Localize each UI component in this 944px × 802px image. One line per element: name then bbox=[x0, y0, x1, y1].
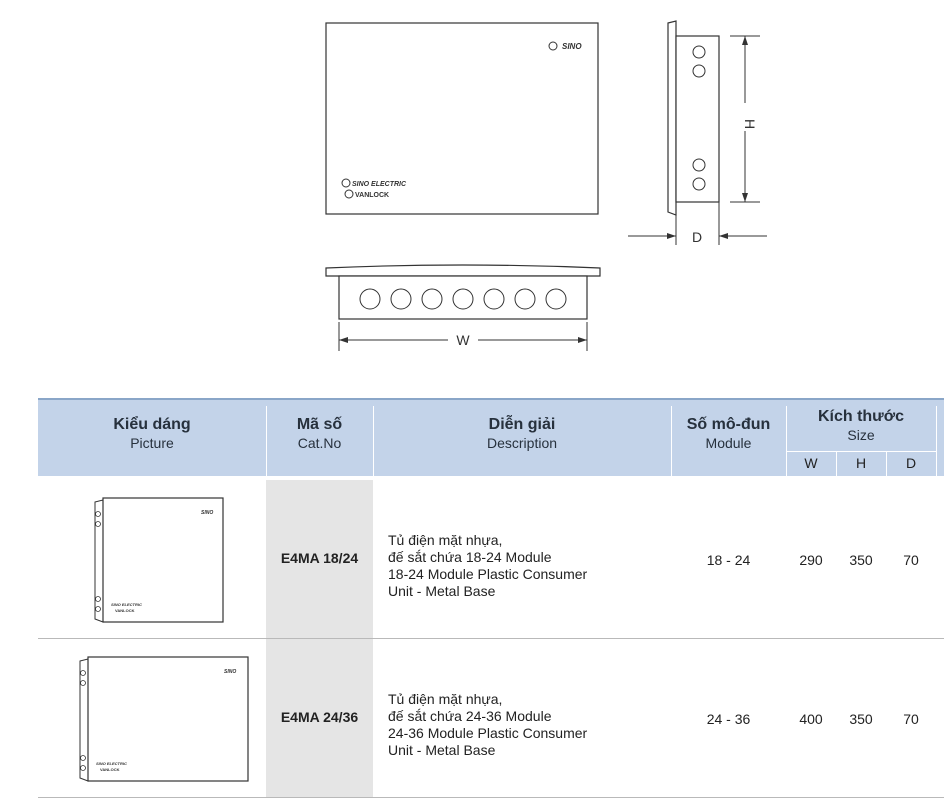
product-thumbnail: SINO SINO ELECTRIC VANLOCK bbox=[79, 656, 249, 782]
thumb-logo-line1: SINO ELECTRIC bbox=[96, 761, 127, 766]
size-w-value: 290 bbox=[799, 552, 823, 568]
desc-line: Tủ điện mặt nhựa, bbox=[388, 691, 503, 707]
desc-line: Unit - Metal Base bbox=[388, 742, 496, 758]
brand-mark-icon bbox=[548, 41, 558, 51]
front-logo-line1: SINO ELECTRIC bbox=[352, 181, 407, 188]
product-thumbnail: SINO SINO ELECTRIC VANLOCK bbox=[94, 497, 224, 623]
header-size-vn: Kích thước bbox=[817, 408, 905, 425]
size-d-value: 70 bbox=[903, 552, 919, 568]
header-module-en: Module bbox=[705, 435, 752, 451]
header-cat-en: Cat.No bbox=[297, 435, 342, 451]
module-value: 18 - 24 bbox=[706, 552, 751, 568]
desc-line: đế sắt chứa 24-36 Module bbox=[388, 708, 552, 724]
header-desc-en: Description bbox=[486, 435, 558, 451]
dimension-h-label: H bbox=[742, 119, 758, 129]
header-cat: Mã số Cat.No bbox=[266, 416, 373, 451]
header-picture-vn: Kiểu dáng bbox=[113, 416, 191, 433]
thumb-logo-line2: VANLOCK bbox=[100, 767, 120, 772]
front-view: SINO SINO ELECTRIC VANLOCK bbox=[325, 22, 599, 215]
dimension-w-label: W bbox=[456, 332, 470, 348]
cat-cell: E4MA 18/24 bbox=[266, 480, 373, 638]
header-cat-vn: Mã số bbox=[296, 416, 343, 433]
table-header: Kiểu dáng Picture Mã số Cat.No Diễn giải… bbox=[38, 398, 944, 476]
header-size: Kích thước Size bbox=[786, 408, 936, 443]
header-picture-en: Picture bbox=[130, 435, 174, 451]
thumb-brand: SINO bbox=[201, 510, 213, 516]
thumb-logo-line2: VANLOCK bbox=[115, 608, 135, 613]
cat-no: E4MA 24/36 bbox=[280, 709, 359, 725]
cat-no: E4MA 18/24 bbox=[280, 550, 359, 566]
size-w-value: 400 bbox=[799, 711, 823, 727]
vanlock-mark-icon bbox=[344, 189, 354, 199]
header-size-en: Size bbox=[847, 427, 875, 443]
size-h-value: 350 bbox=[849, 552, 873, 568]
header-d: D bbox=[905, 455, 917, 471]
front-logo-line2: VANLOCK bbox=[355, 192, 389, 199]
module-value: 24 - 36 bbox=[706, 711, 751, 727]
desc-line: Unit - Metal Base bbox=[388, 583, 496, 599]
brand-mark-icon bbox=[341, 178, 351, 188]
dimension-d-label: D bbox=[692, 229, 702, 245]
table-row: SINO SINO ELECTRIC VANLOCK E4MA 18/24 Tủ… bbox=[38, 480, 944, 639]
side-view: H D bbox=[628, 20, 767, 245]
desc-line: đế sắt chứa 18-24 Module bbox=[388, 549, 552, 565]
description: Tủ điện mặt nhựa, đế sắt chứa 18-24 Modu… bbox=[388, 532, 587, 600]
cat-cell: E4MA 24/36 bbox=[266, 639, 373, 797]
header-w: W bbox=[804, 455, 818, 471]
size-h-value: 350 bbox=[849, 711, 873, 727]
desc-line: 24-36 Module Plastic Consumer bbox=[388, 725, 588, 741]
header-module: Số mô-đun Module bbox=[671, 416, 786, 451]
desc-line: Tủ điện mặt nhựa, bbox=[388, 532, 503, 548]
header-module-vn: Số mô-đun bbox=[686, 416, 771, 433]
technical-drawings: SINO SINO ELECTRIC VANLOCK H D bbox=[325, 20, 767, 351]
header-picture: Kiểu dáng Picture bbox=[38, 416, 266, 451]
desc-line: 18-24 Module Plastic Consumer bbox=[388, 566, 588, 582]
thumb-brand: SINO bbox=[224, 669, 236, 675]
size-d-value: 70 bbox=[903, 711, 919, 727]
header-desc-vn: Diễn giải bbox=[488, 416, 556, 433]
table-row: SINO SINO ELECTRIC VANLOCK E4MA 24/36 Tủ… bbox=[38, 639, 944, 798]
front-brand-logo: SINO bbox=[562, 42, 582, 51]
thumb-logo-line1: SINO ELECTRIC bbox=[111, 602, 142, 607]
header-h: H bbox=[855, 455, 867, 471]
header-desc: Diễn giải Description bbox=[373, 416, 671, 451]
bottom-view: W bbox=[325, 264, 601, 351]
description: Tủ điện mặt nhựa, đế sắt chứa 24-36 Modu… bbox=[388, 691, 587, 759]
